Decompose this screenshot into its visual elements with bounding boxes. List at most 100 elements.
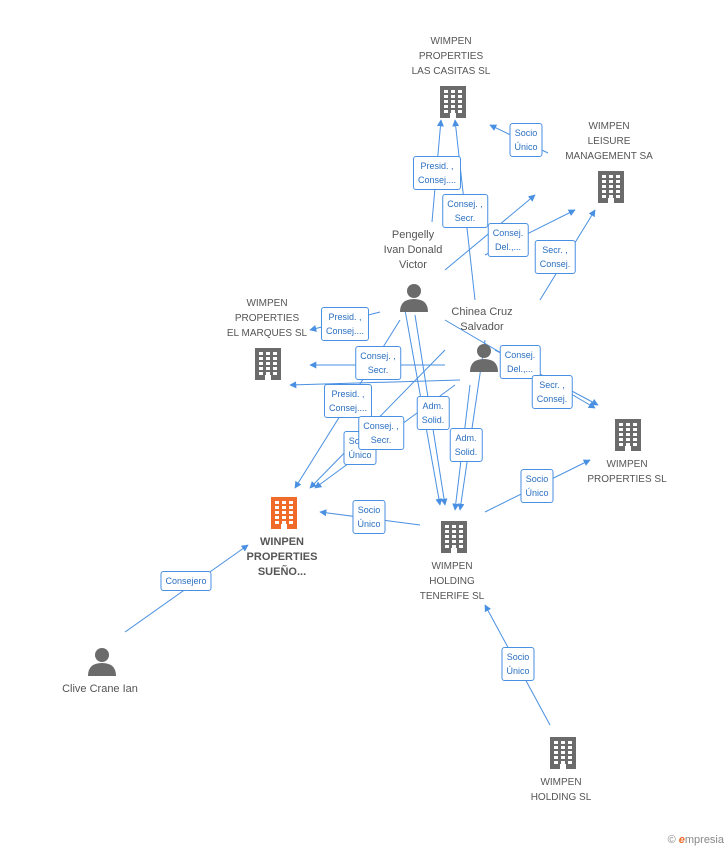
rel-line: Único bbox=[514, 142, 538, 152]
label-line: WIMPEN bbox=[540, 777, 582, 788]
label-line: LAS CASITAS SL bbox=[411, 66, 491, 77]
rel-line: Presid. , bbox=[328, 312, 362, 322]
label-line: WIMPEN bbox=[606, 459, 648, 470]
rel-line: Secr. bbox=[367, 365, 389, 375]
label-line: WINPEN bbox=[260, 536, 304, 548]
person-icon[interactable] bbox=[88, 648, 116, 676]
label-line: HOLDING SL bbox=[530, 792, 592, 803]
building-icon[interactable] bbox=[550, 737, 576, 769]
rel-line: Consej. , bbox=[447, 199, 483, 209]
rel-line: Secr. bbox=[370, 435, 392, 445]
relation-label[interactable]: Consej. , Secr. bbox=[442, 194, 488, 228]
rel-line: Consej.... bbox=[328, 403, 368, 413]
company-label-las-casitas[interactable]: WIMPEN PROPERTIES LAS CASITAS SL bbox=[412, 34, 491, 79]
rel-line: Consej.... bbox=[417, 175, 457, 185]
rel-line: Socio bbox=[514, 128, 538, 138]
rel-line: Consej.... bbox=[325, 326, 365, 336]
person-label-pengelly[interactable]: Pengelly Ivan Donald Victor bbox=[384, 228, 443, 273]
label-line: MANAGEMENT SA bbox=[565, 151, 653, 162]
rel-line: Secr. bbox=[454, 213, 476, 223]
label-line: WIMPEN bbox=[431, 561, 473, 572]
person-label-chinea[interactable]: Chinea Cruz Salvador bbox=[451, 305, 512, 335]
relation-label[interactable]: Adm. Solid. bbox=[416, 396, 450, 430]
brand-logo: © empresia bbox=[668, 834, 724, 846]
relation-edge bbox=[289, 379, 461, 389]
rel-line: Único bbox=[506, 666, 530, 676]
rel-line: Presid. , bbox=[420, 161, 454, 171]
rel-line: Del.,... bbox=[494, 242, 522, 252]
rel-line: Adm. bbox=[422, 401, 444, 411]
person-icon[interactable] bbox=[400, 284, 428, 312]
rel-line: Secr. , bbox=[539, 380, 565, 390]
company-label-properties-sl[interactable]: WIMPEN PROPERTIES SL bbox=[587, 457, 666, 487]
label-line: WIMPEN bbox=[430, 36, 472, 47]
label-line: Victor bbox=[399, 259, 427, 271]
label-line: EL MARQUES SL bbox=[226, 328, 308, 339]
building-icon[interactable] bbox=[255, 348, 281, 380]
building-icon[interactable] bbox=[271, 497, 297, 529]
rel-line: Consej. bbox=[536, 394, 568, 404]
label-line: HOLDING bbox=[429, 576, 475, 587]
relation-label[interactable]: Consej. Del.,... bbox=[499, 345, 541, 379]
rel-line: Socio bbox=[357, 505, 381, 515]
label-line: Salvador bbox=[460, 321, 504, 333]
relation-label[interactable]: Presid. , Consej.... bbox=[323, 384, 373, 418]
rel-line: Consej. bbox=[492, 228, 524, 238]
rel-line: Consej. bbox=[504, 350, 536, 360]
relation-label[interactable]: Secr. , Consej. bbox=[531, 375, 573, 409]
company-label-el-marques[interactable]: WIMPEN PROPERTIES EL MARQUES SL bbox=[227, 296, 307, 341]
relation-label[interactable]: Presid. , Consej.... bbox=[412, 156, 462, 190]
relation-label[interactable]: Presid. , Consej.... bbox=[320, 307, 370, 341]
rel-line: Del.,... bbox=[506, 364, 534, 374]
rel-line: Secr. , bbox=[542, 245, 568, 255]
building-icon[interactable] bbox=[598, 171, 624, 203]
label-line: Ivan Donald bbox=[383, 244, 443, 256]
building-icon[interactable] bbox=[441, 521, 467, 553]
label-line: Pengelly bbox=[391, 229, 435, 241]
rel-line: Socio bbox=[525, 474, 549, 484]
rel-line: Consej. , bbox=[363, 421, 399, 431]
rel-line: Solid. bbox=[421, 415, 445, 425]
person-label-clive[interactable]: Clive Crane Ian bbox=[62, 682, 138, 697]
relation-label[interactable]: Consej. , Secr. bbox=[355, 346, 401, 380]
company-label-sueno[interactable]: WINPEN PROPERTIES SUEÑO... bbox=[247, 535, 318, 580]
company-label-leisure-management[interactable]: WIMPEN LEISURE MANAGEMENT SA bbox=[565, 119, 653, 164]
icons bbox=[88, 86, 641, 769]
label-line: Chinea Cruz bbox=[451, 306, 513, 318]
building-icon[interactable] bbox=[440, 86, 466, 118]
brand-initial: e bbox=[678, 834, 685, 846]
label-line: PROPERTIES bbox=[246, 551, 318, 563]
label-line: LEISURE bbox=[587, 136, 631, 147]
rel-line: Consej. bbox=[539, 259, 571, 269]
rel-line: Presid. , bbox=[331, 389, 365, 399]
relation-label[interactable]: Secr. , Consej. bbox=[534, 240, 576, 274]
label-line: WIMPEN bbox=[246, 298, 288, 309]
rel-line: Solid. bbox=[454, 447, 478, 457]
relation-label[interactable]: Consejero bbox=[160, 571, 212, 591]
relation-label[interactable]: Consej. Del.,... bbox=[487, 223, 529, 257]
company-label-holding-sl[interactable]: WIMPEN HOLDING SL bbox=[531, 775, 592, 805]
label-line: Clive Crane Ian bbox=[62, 683, 138, 695]
rel-line: Socio bbox=[506, 652, 530, 662]
rel-line: Consej. , bbox=[360, 351, 396, 361]
brand-name: mpresia bbox=[684, 834, 724, 846]
copyright-icon: © bbox=[667, 834, 676, 846]
building-icon[interactable] bbox=[615, 419, 641, 451]
relation-label[interactable]: Consej. , Secr. bbox=[358, 416, 404, 450]
label-line: SUEÑO... bbox=[257, 566, 307, 578]
rel-line: Único bbox=[525, 488, 549, 498]
rel-line: Único bbox=[348, 450, 372, 460]
label-line: PROPERTIES bbox=[234, 313, 300, 324]
label-line: WIMPEN bbox=[588, 121, 630, 132]
rel-line: Único bbox=[357, 519, 381, 529]
rel-line: Consejero bbox=[165, 576, 207, 586]
rel-line: Adm. bbox=[455, 433, 477, 443]
label-line: PROPERTIES SL bbox=[587, 474, 667, 485]
relation-label[interactable]: Adm. Solid. bbox=[449, 428, 483, 462]
person-icon[interactable] bbox=[470, 344, 498, 372]
company-label-holding-tenerife[interactable]: WIMPEN HOLDING TENERIFE SL bbox=[420, 559, 484, 604]
